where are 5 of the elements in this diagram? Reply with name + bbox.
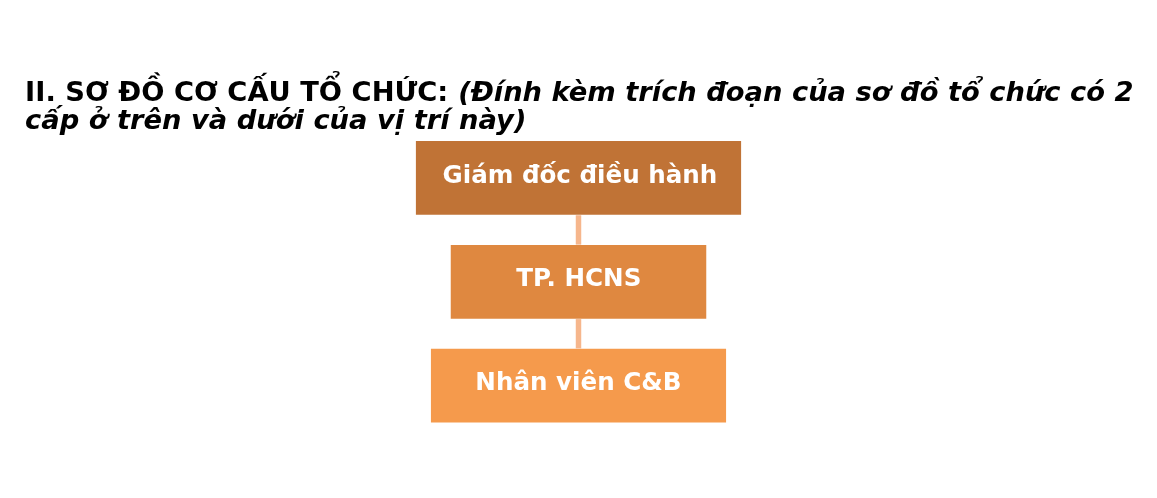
node-box: TP. HCNS [450,244,707,319]
node-box: Nhân viên C&B [430,348,727,423]
connector [575,319,582,349]
node-box: Giám đốc điều hành [415,141,742,215]
connector [575,215,582,245]
